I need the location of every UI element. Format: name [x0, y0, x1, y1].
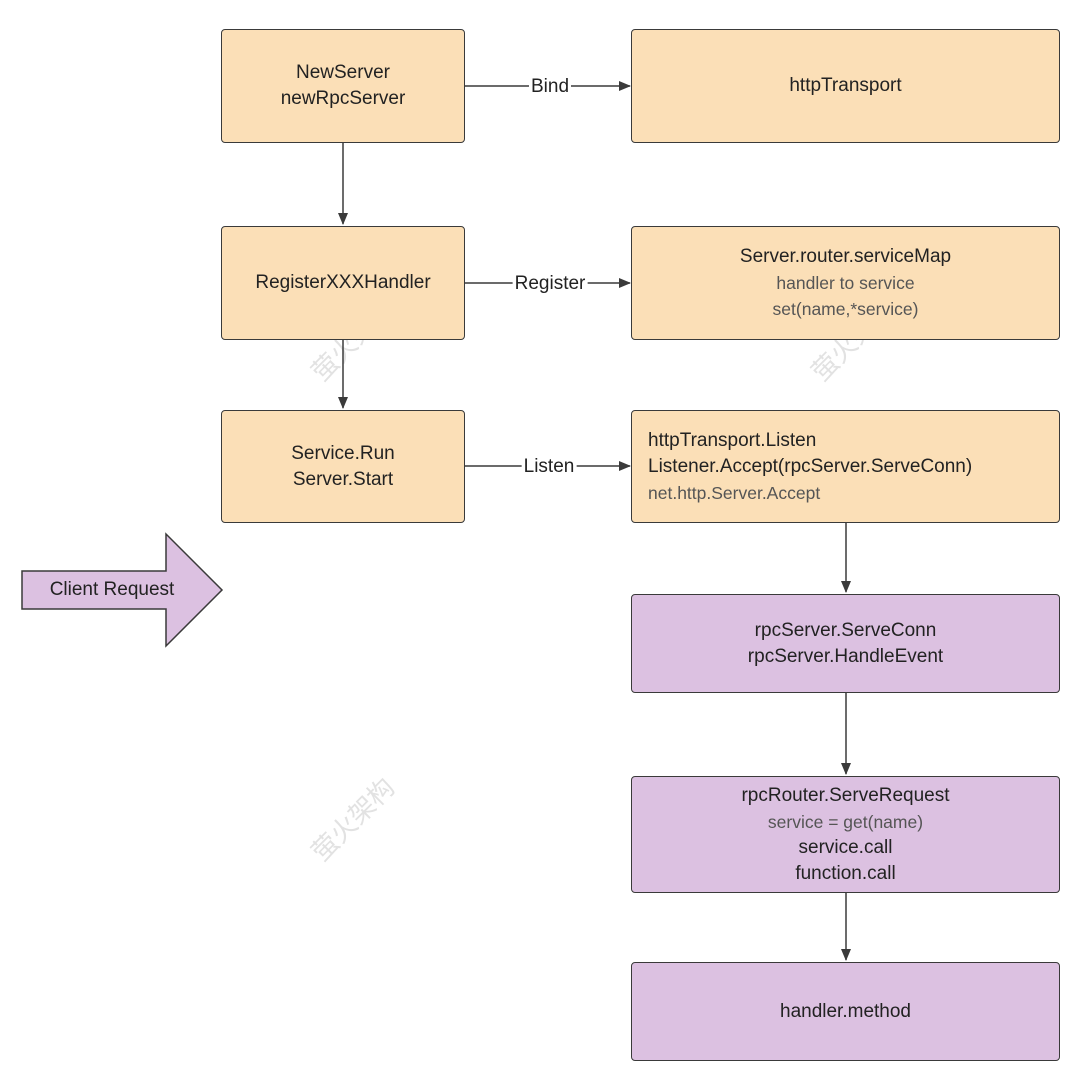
- node-listen: httpTransport.Listen Listener.Accept(rpc…: [631, 410, 1060, 523]
- node-line: function.call: [795, 862, 896, 884]
- node-sub-line: handler to service: [776, 273, 915, 293]
- client-request-label: Client Request: [49, 579, 175, 600]
- node-sub-line: service = get(name): [767, 811, 924, 832]
- node-line: httpTransport.Listen: [648, 429, 817, 451]
- edge-label-bind: Bind: [528, 75, 572, 99]
- node-sub-line: set(name,*service): [772, 299, 919, 319]
- node-http-transport: httpTransport: [631, 29, 1060, 143]
- node-service-map: Server.router.serviceMap handler to serv…: [631, 226, 1060, 340]
- node-handler-method: handler.method: [631, 962, 1060, 1061]
- node-line: handler.method: [780, 1000, 911, 1022]
- node-new-server: NewServer newRpcServer: [221, 29, 465, 143]
- node-serve-conn: rpcServer.ServeConn rpcServer.HandleEven…: [631, 594, 1060, 693]
- node-register-handler: RegisterXXXHandler: [221, 226, 465, 340]
- node-serve-request: rpcRouter.ServeRequest service = get(nam…: [631, 776, 1060, 893]
- node-line: service.call: [798, 836, 893, 858]
- client-request-arrow: [21, 532, 224, 648]
- node-line: Listener.Accept(rpcServer.ServeConn): [648, 455, 973, 477]
- node-line: rpcServer.ServeConn: [754, 619, 937, 641]
- edge-label-listen: Listen: [521, 455, 577, 479]
- node-line: httpTransport: [789, 75, 902, 96]
- node-sub-line: net.http.Server.Accept: [648, 482, 821, 503]
- node-line: rpcServer.HandleEvent: [747, 645, 944, 667]
- node-line: Service.Run: [291, 442, 395, 464]
- node-line: newRpcServer: [280, 88, 406, 109]
- node-service-run: Service.Run Server.Start: [221, 410, 465, 523]
- node-line: NewServer: [296, 62, 390, 83]
- node-title: Server.router.serviceMap: [739, 246, 952, 267]
- edge-label-register: Register: [512, 272, 588, 296]
- node-title: rpcRouter.ServeRequest: [741, 784, 950, 806]
- node-line: Server.Start: [292, 468, 394, 490]
- node-line: RegisterXXXHandler: [255, 272, 431, 293]
